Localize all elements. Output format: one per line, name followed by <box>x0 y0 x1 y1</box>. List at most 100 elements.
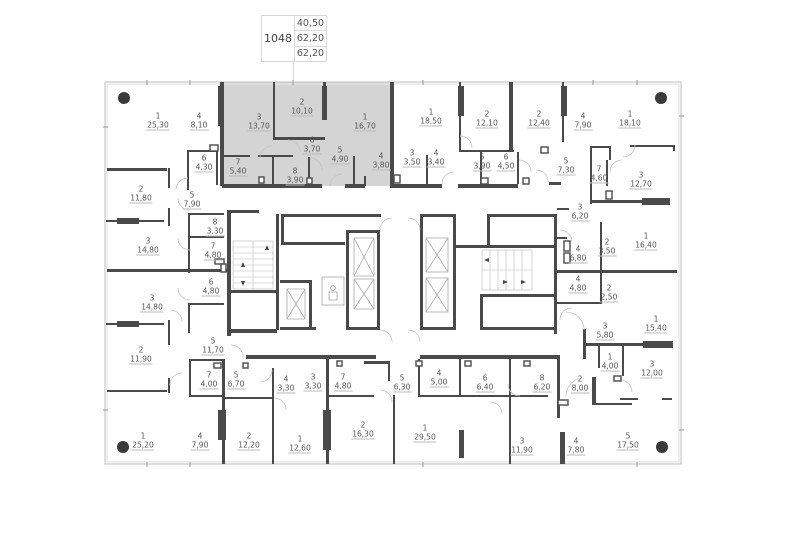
columns <box>117 92 668 453</box>
room-area: 3,30 <box>276 383 296 394</box>
column-icon <box>118 92 130 104</box>
room-number: 1 <box>627 109 633 119</box>
room-number: 4 <box>196 111 202 121</box>
apartment-number: 1048 <box>262 16 295 61</box>
room-number: 2 <box>299 97 305 107</box>
room-area: 14,80 <box>140 302 164 313</box>
room-area: 11,80 <box>129 193 153 204</box>
room-number: 4 <box>580 111 586 121</box>
room-number: 3 <box>519 436 525 446</box>
doors <box>169 135 636 415</box>
room-area: 6,20 <box>532 382 552 393</box>
room-number: 8 <box>212 217 218 227</box>
room-number: 5 <box>210 336 216 346</box>
stair-arrows <box>241 245 526 286</box>
room-number: 8 <box>292 166 298 176</box>
room-number: 4 <box>573 436 579 446</box>
room-number: 3 <box>409 148 415 158</box>
room-number: 1 <box>607 352 613 362</box>
room-number: 1 <box>653 314 659 324</box>
room-area: 3,90 <box>285 175 305 186</box>
room-number: 5 <box>189 190 195 200</box>
room-number: 5 <box>479 152 485 162</box>
room-number: 3 <box>256 112 262 122</box>
room-area: 11,90 <box>510 445 534 456</box>
room-number: 1 <box>140 431 146 441</box>
room-number: 7 <box>210 241 216 251</box>
room-number: 2 <box>484 109 490 119</box>
room-number: 3 <box>638 170 644 180</box>
room-number: 6 <box>309 135 315 145</box>
room-number: 5 <box>625 431 631 441</box>
room-area: 12,70 <box>629 179 653 190</box>
apartment-info-box[interactable]: 1048 40,50 62,20 62,20 <box>261 15 327 62</box>
room-number: 2 <box>138 345 144 355</box>
room-area: 3,50 <box>402 157 422 168</box>
room-area: 14,80 <box>136 245 160 256</box>
room-area: 4,90 <box>330 154 350 165</box>
room-number: 3 <box>149 293 155 303</box>
room-area: 16,70 <box>353 121 377 132</box>
room-area: 12,20 <box>237 440 261 451</box>
room-area: 4,80 <box>203 250 223 261</box>
leader-line <box>293 62 294 80</box>
room-area: 4,80 <box>201 286 221 297</box>
highlighted-apartment[interactable] <box>222 82 392 186</box>
shafts <box>209 144 622 406</box>
room-number: 1 <box>297 434 303 444</box>
room-number: 1 <box>155 111 161 121</box>
elevators <box>286 237 449 320</box>
room-area: 3,80 <box>371 160 391 171</box>
room-area: 6,30 <box>392 382 412 393</box>
room-area: 4,00 <box>199 379 219 390</box>
room-area: 16,30 <box>351 429 375 440</box>
room-area: 4,30 <box>194 162 214 173</box>
apartment-area-total: 62,20 <box>295 31 326 47</box>
room-number: 6 <box>482 373 488 383</box>
room-area: 4,50 <box>496 161 516 172</box>
room-number: 2 <box>246 431 252 441</box>
facade-ticks <box>103 80 684 467</box>
room-area: 3,90 <box>472 161 492 172</box>
room-area: 16,40 <box>634 240 658 251</box>
room-area: 6,80 <box>568 253 588 264</box>
room-area: 4,60 <box>589 173 609 184</box>
room-number: 3 <box>577 202 583 212</box>
room-number: 4 <box>436 368 442 378</box>
room-area: 4,00 <box>600 361 620 372</box>
room-number: 2 <box>604 237 610 247</box>
column-icon <box>117 441 129 453</box>
room-area: 3,30 <box>205 226 225 237</box>
room-area: 2,50 <box>599 292 619 303</box>
room-number: 4 <box>283 374 289 384</box>
